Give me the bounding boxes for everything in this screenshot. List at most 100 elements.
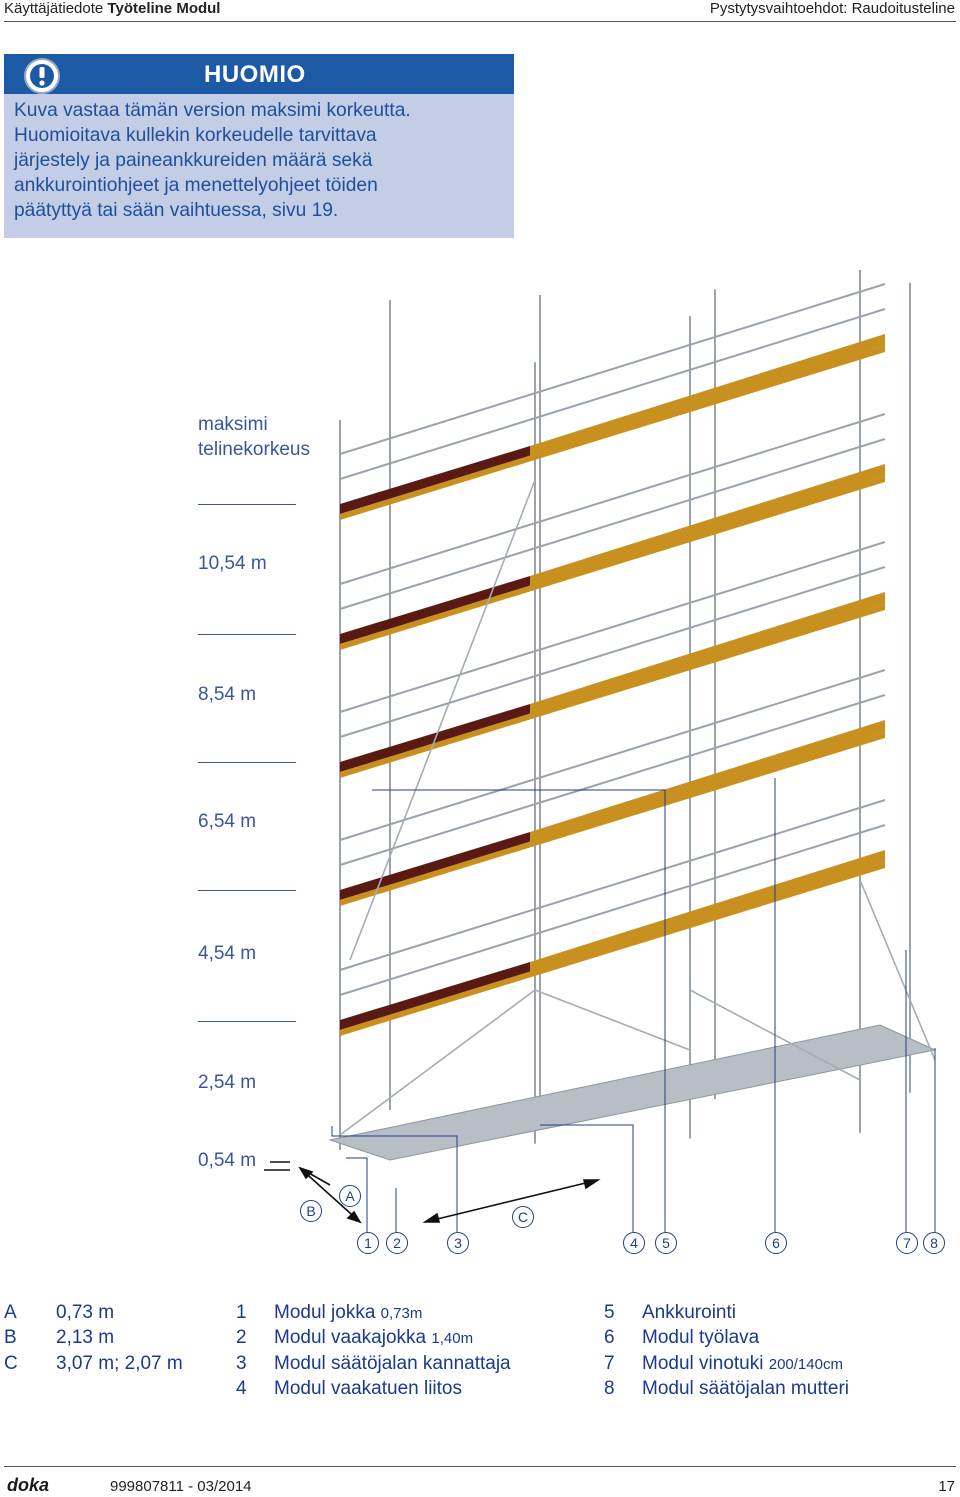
notice-line: järjestely ja paineankkureiden määrä sek… bbox=[14, 150, 373, 171]
legend-row: 3 Modul säätöjalan kannattaja bbox=[236, 1351, 511, 1376]
dimension-letter-b: B bbox=[300, 1200, 322, 1222]
plank bbox=[530, 334, 885, 458]
height-caption: maksimi bbox=[198, 414, 268, 435]
legend-no: 6 bbox=[604, 1327, 615, 1349]
dimension-letter-c: C bbox=[512, 1206, 534, 1228]
legend-value: 0,73 m bbox=[56, 1302, 115, 1323]
legend-key: A bbox=[4, 1302, 17, 1323]
legend-label: Modul vaakatuen liitos bbox=[274, 1377, 462, 1399]
callout-number: 8 bbox=[923, 1232, 945, 1254]
legend-label: Ankkurointi bbox=[642, 1302, 736, 1323]
plank bbox=[530, 850, 885, 974]
legend-label: Modul vinotuki bbox=[642, 1352, 764, 1374]
legend-key: C bbox=[4, 1352, 18, 1374]
level-label: 6,54 m bbox=[198, 811, 257, 832]
legend-row: 4 Modul vaakatuen liitos bbox=[236, 1376, 511, 1401]
scaffold-ledger bbox=[339, 308, 886, 480]
plank-edge bbox=[340, 862, 885, 1036]
plank-dark bbox=[340, 576, 530, 644]
level-label: 0,54 m bbox=[198, 1150, 257, 1171]
legend-no: 5 bbox=[604, 1302, 615, 1323]
legend-no: 4 bbox=[236, 1377, 247, 1399]
legend-value: 3,07 m; 2,07 m bbox=[56, 1352, 183, 1374]
level-label: 8,54 m bbox=[198, 684, 257, 705]
legend-row: 2 Modul vaakajokka 1,40m bbox=[236, 1325, 511, 1350]
header-prefix: Käyttäjätiedote bbox=[4, 0, 104, 17]
header-title: Työteline Modul bbox=[107, 0, 221, 17]
page-number: 17 bbox=[938, 1478, 955, 1495]
doka-logo: doka bbox=[7, 1476, 49, 1494]
callout-number: 4 bbox=[623, 1232, 645, 1254]
notice-title-bar: HUOMIO bbox=[4, 54, 514, 94]
document-number: 999807811 - 03/2014 bbox=[110, 1478, 252, 1495]
legend-value: 2,13 m bbox=[56, 1327, 115, 1349]
legend-row: 8 Modul säätöjalan mutteri bbox=[604, 1376, 849, 1401]
parts-legend-1: 1 Modul jokka 0,73m 2 Modul vaakajokka 1,4… bbox=[236, 1300, 511, 1401]
legend-no: 3 bbox=[236, 1352, 247, 1374]
scaffold-ledger bbox=[339, 824, 886, 996]
legend-label: Modul säätöjalan mutteri bbox=[642, 1377, 849, 1399]
notice-title: HUOMIO bbox=[204, 61, 306, 88]
exclamation-icon bbox=[24, 58, 60, 94]
plank bbox=[530, 592, 885, 716]
legend-row: B 2,13 m bbox=[4, 1325, 183, 1350]
scaffold-drawing bbox=[264, 270, 937, 1232]
legend-label: Modul vaakajokka bbox=[274, 1327, 427, 1349]
legend-no: 1 bbox=[236, 1302, 247, 1323]
notice-line: päätyttyä tai sään vaihtuessa, sivu 19. bbox=[14, 200, 339, 221]
legend-row: C 3,07 m; 2,07 m bbox=[4, 1351, 183, 1376]
level-line bbox=[198, 890, 296, 891]
level-label: 10,54 m bbox=[198, 553, 267, 574]
plank bbox=[530, 464, 885, 588]
header-divider bbox=[4, 21, 956, 22]
level-label: 4,54 m bbox=[198, 943, 257, 964]
legend-label: Modul säätöjalan kannattaja bbox=[274, 1352, 511, 1374]
plank bbox=[530, 720, 885, 844]
plank-dark bbox=[340, 832, 530, 900]
legend-row: 5 Ankkurointi bbox=[604, 1300, 849, 1325]
legend-size: 200/140cm bbox=[768, 1355, 843, 1373]
scaffold-ledger bbox=[339, 438, 886, 610]
notice-text: Kuva vastaa tämän version maksimi korkeu… bbox=[14, 98, 509, 223]
scaffold-ledger bbox=[339, 566, 886, 738]
callout-number: 2 bbox=[386, 1232, 408, 1254]
footer-divider bbox=[4, 1466, 956, 1467]
legend-row: 7 Modul vinotuki 200/140cm bbox=[604, 1351, 849, 1376]
scaffold-planks bbox=[328, 334, 937, 1161]
plank-edge bbox=[340, 346, 885, 520]
legend-size: 1,40m bbox=[431, 1330, 474, 1348]
plank-edge bbox=[340, 732, 885, 906]
level-label: 2,54 m bbox=[198, 1072, 257, 1093]
legend-no: 8 bbox=[604, 1377, 615, 1399]
dimension-letter-a: A bbox=[339, 1185, 361, 1207]
scaffold-ledger bbox=[339, 694, 886, 866]
notice-line: Kuva vastaa tämän version maksimi korkeu… bbox=[14, 100, 411, 121]
legend-label: Modul jokka bbox=[274, 1302, 376, 1323]
level-line bbox=[198, 634, 296, 635]
dimension-arrows bbox=[264, 1161, 601, 1224]
legend-label: Modul työlava bbox=[642, 1327, 760, 1349]
callout-number: 3 bbox=[447, 1232, 469, 1254]
legend-row: A 0,73 m bbox=[4, 1300, 183, 1325]
header-section: Pystytysvaihtoehdot: Raudoitusteline bbox=[709, 0, 955, 17]
plank-edge bbox=[340, 476, 885, 650]
svg-text:doka: doka bbox=[7, 1476, 49, 1494]
scaffold-ledger bbox=[339, 541, 886, 713]
legend-key: B bbox=[4, 1327, 17, 1349]
callout-number: 1 bbox=[357, 1232, 379, 1254]
level-line bbox=[198, 762, 296, 763]
scaffold-ledger bbox=[339, 669, 886, 841]
height-caption: telinekorkeus bbox=[198, 439, 310, 460]
callout-leaders bbox=[331, 778, 936, 1232]
legend-no: 2 bbox=[236, 1327, 247, 1349]
plank-edge bbox=[340, 604, 885, 778]
plank-dark bbox=[340, 962, 530, 1030]
parts-legend-2: 5 Ankkurointi 6 Modul työlava 7 Modul vinot… bbox=[604, 1300, 849, 1401]
legend-row: 6 Modul työlava bbox=[604, 1325, 849, 1350]
legend-no: 7 bbox=[604, 1352, 615, 1374]
legend-row: 1 Modul jokka 0,73m bbox=[236, 1300, 511, 1325]
level-line bbox=[198, 504, 296, 505]
plank-dark bbox=[340, 446, 530, 514]
legend-size: 0,73m bbox=[380, 1305, 423, 1322]
scaffold-frame bbox=[339, 270, 911, 1150]
